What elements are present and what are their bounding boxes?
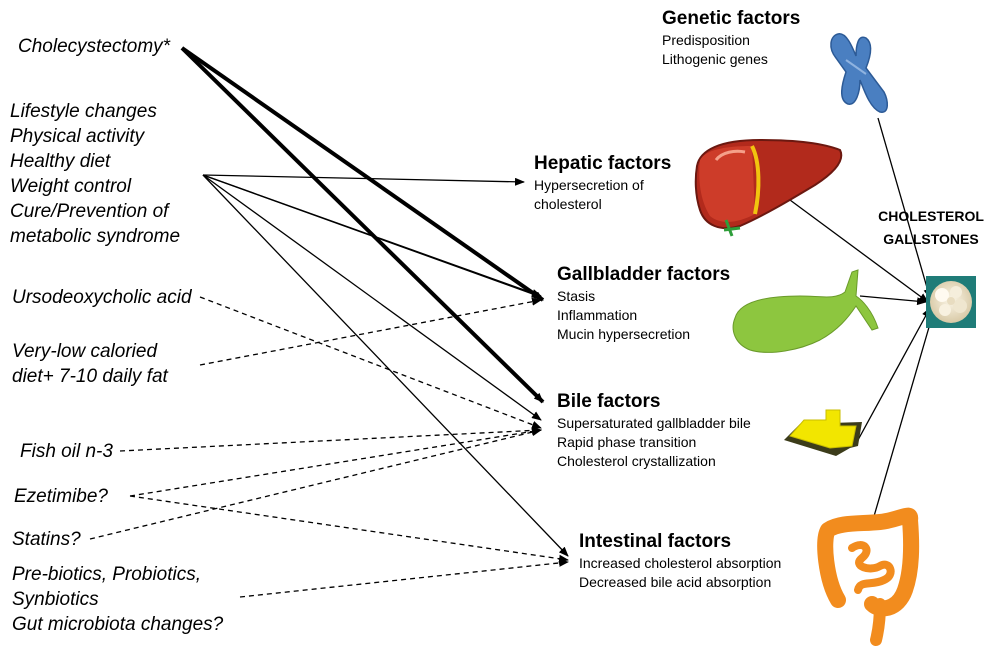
bile-crystal-icon — [784, 409, 862, 456]
intestine-icon — [817, 507, 920, 646]
intestinal-factors-title: Intestinal factors — [579, 531, 732, 552]
gallstone-icon — [926, 276, 976, 328]
intestinal-factors-item: Increased cholesterol absorption — [579, 555, 782, 571]
intestinal-factors-item: Decreased bile acid absorption — [579, 574, 772, 590]
bile-factors-item: Supersaturated gallbladder bile — [557, 415, 751, 431]
outcome-line: GALLSTONES — [883, 231, 979, 247]
intervention-udca: Ursodeoxycholic acid — [12, 287, 192, 308]
lifestyle-line: Cure/Prevention of — [10, 201, 169, 222]
genetic-factors-item: Predisposition — [662, 32, 750, 48]
liver-icon — [694, 138, 843, 237]
bile-factors-item: Rapid phase transition — [557, 434, 697, 450]
factor-to-gallstone-arrows — [789, 117, 936, 531]
hepatic-factors-title: Hepatic factors — [534, 153, 672, 174]
gallbladder-factors-item: Stasis — [557, 288, 596, 304]
biotics-line: Synbiotics — [12, 589, 99, 610]
cholecystectomy-arrows — [180, 46, 545, 404]
intervention-cholecystectomy: Cholecystectomy* — [18, 36, 171, 57]
lifestyle-line: Physical activity — [10, 126, 145, 147]
outcome-line: CHOLESTEROL — [878, 208, 984, 224]
gallbladder-icon — [732, 269, 879, 353]
vlcd-line: diet+ 7-10 daily fat — [12, 366, 168, 387]
intervention-ezetimibe: Ezetimibe? — [14, 486, 108, 507]
chromosome-icon — [830, 33, 888, 113]
lifestyle-line: Healthy diet — [10, 151, 111, 172]
bile-factors-title: Bile factors — [557, 391, 661, 412]
genetic-factors-item: Lithogenic genes — [662, 51, 768, 67]
outcome-label: CHOLESTEROL GALLSTONES — [870, 205, 992, 251]
genetic-factors-title: Genetic factors — [662, 8, 801, 29]
lifestyle-arrows — [202, 174, 569, 557]
gallbladder-factors-item: Inflammation — [557, 307, 638, 323]
therapy-dashed-arrows — [89, 296, 569, 598]
biotics-line: Pre-biotics, Probiotics, — [12, 564, 202, 585]
lifestyle-line: metabolic syndrome — [10, 226, 181, 247]
hepatic-factors-item: cholesterol — [534, 196, 602, 212]
biotics-line: Gut microbiota changes? — [12, 614, 224, 635]
gallbladder-factors-item: Mucin hypersecretion — [557, 326, 691, 342]
hepatic-factors-item: Hypersecretion of — [534, 177, 644, 193]
intervention-statins: Statins? — [12, 529, 81, 550]
bile-factors-item: Cholesterol crystallization — [557, 453, 716, 469]
lifestyle-line: Weight control — [10, 176, 132, 197]
lifestyle-line: Lifestyle changes — [10, 101, 157, 122]
vlcd-line: Very-low caloried — [12, 341, 158, 362]
gallbladder-factors-title: Gallbladder factors — [557, 264, 731, 285]
intervention-fish-oil: Fish oil n-3 — [20, 441, 113, 462]
